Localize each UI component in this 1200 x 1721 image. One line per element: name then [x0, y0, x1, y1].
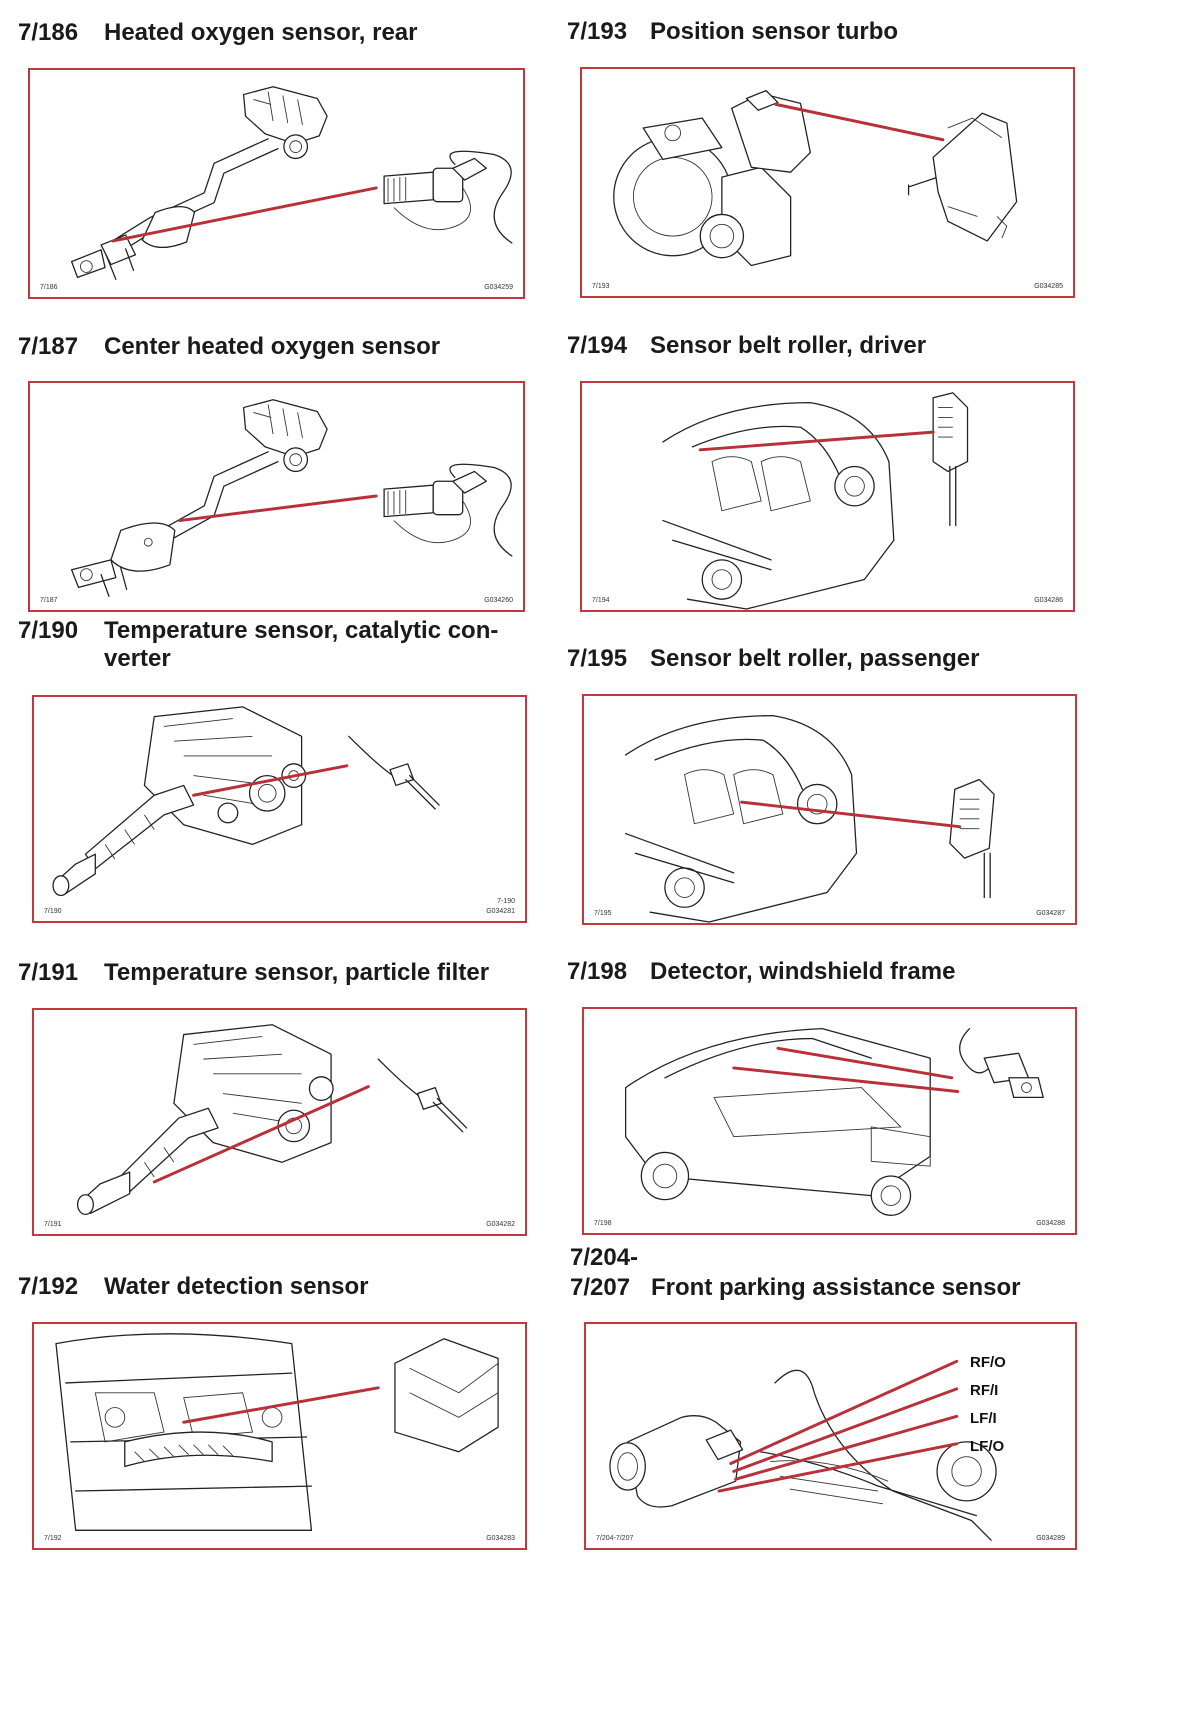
sensor-label-lf-o: LF/O	[970, 1438, 1005, 1455]
section-number: 7/186	[18, 19, 79, 46]
section-number: 7/204-	[570, 1244, 639, 1271]
illustration-7-195: 7/195 G034287	[582, 694, 1077, 925]
section-heading-7-198: 7/198 Detector, windshield frame	[567, 957, 955, 987]
section-heading-7-193: 7/193 Position sensor turbo	[567, 17, 898, 47]
turbo-position-sensor-drawing	[613, 89, 1018, 267]
illustration-7-190: 7/190 7-190 G034281	[32, 695, 527, 923]
figure-caption-left: 7/191	[44, 1221, 62, 1228]
figure-caption-left: 7/195	[594, 910, 612, 917]
section-title: Detector, windshield frame	[650, 958, 956, 985]
section-number: 7/187	[18, 333, 79, 360]
engine-particle-filter-sensor-drawing	[76, 1024, 468, 1215]
exhaust-center-oxygen-sensor-drawing	[70, 399, 513, 597]
section-title: Sensor belt roller, passenger	[650, 645, 980, 672]
section-heading-7-194: 7/194 Sensor belt roller, driver	[567, 331, 926, 361]
sensor-label-lf-i: LF/I	[970, 1410, 997, 1427]
section-number: 7/194	[567, 332, 628, 359]
figure-caption-right: G034289	[1036, 1535, 1065, 1542]
section-number: 7/190	[18, 617, 79, 644]
sensor-label-rf-o: RF/O	[970, 1354, 1006, 1371]
exhaust-oxygen-sensor-drawing	[70, 86, 513, 280]
section-title: Temperature sensor, particle filter	[104, 959, 490, 986]
illustration-7-193: 7/193 G034285	[580, 67, 1075, 298]
figure-caption-left: 7/186	[40, 284, 58, 291]
figure-caption-right: G034282	[486, 1221, 515, 1228]
figure-caption-right: G034286	[1034, 597, 1063, 604]
section-title: Sensor belt roller, driver	[650, 332, 927, 359]
section-heading-7-187: 7/187 Center heated oxygen sensor	[18, 332, 440, 362]
illustration-7-186: 7/186 G034259	[28, 68, 525, 299]
section-heading-7-186: 7/186 Heated oxygen sensor, rear	[18, 18, 417, 48]
car-seat-belt-passenger-drawing	[624, 715, 995, 923]
section-number: 7/195	[567, 645, 628, 672]
figure-caption-left: 7/204-7/207	[596, 1535, 634, 1542]
car-windshield-detector-drawing	[625, 1028, 1044, 1216]
figure-caption-right-upper: 7-190	[497, 898, 515, 905]
figure-caption-right: G034283	[486, 1535, 515, 1542]
section-title: Front parking assistance sensor	[651, 1274, 1021, 1301]
section-title: Water detection sensor	[104, 1273, 369, 1300]
section-title: Center heated oxygen sensor	[104, 333, 441, 360]
illustration-7-194: 7/194 G034286	[580, 381, 1075, 612]
section-title: Heated oxygen sensor, rear	[104, 19, 418, 46]
figure-caption-right: G034260	[484, 597, 513, 604]
figure-caption-left: 7/192	[44, 1535, 62, 1542]
section-number: 7/193	[567, 18, 628, 45]
figure-caption-right: G034285	[1034, 283, 1063, 290]
figure-caption-right: G034281	[486, 908, 515, 915]
section-heading-7-191: 7/191 Temperature sensor, particle filte…	[18, 958, 489, 988]
section-number-line2: 7/207	[570, 1274, 631, 1301]
section-number: 7/198	[567, 958, 628, 985]
engine-cat-temp-sensor-drawing	[52, 706, 440, 897]
figure-caption-left: 7/187	[40, 597, 58, 604]
section-title-line2: verter	[104, 645, 171, 672]
illustration-7-198: 7/198 G034288	[582, 1007, 1077, 1235]
section-number: 7/191	[18, 959, 79, 986]
figure-caption-left: 7/194	[592, 597, 610, 604]
section-heading-7-195: 7/195 Sensor belt roller, passenger	[567, 644, 979, 674]
section-title: Temperature sensor, catalytic con-	[104, 617, 499, 644]
figure-caption-right: G034259	[484, 284, 513, 291]
figure-caption-left: 7/190	[44, 908, 62, 915]
illustration-7-192: 7/192 G034283	[32, 1322, 527, 1550]
figure-caption-right: G034288	[1036, 1220, 1065, 1227]
figure-caption-left: 7/198	[594, 1220, 612, 1227]
illustration-7-204-7-207: RF/O RF/I LF/I LF/O 7/204-7/207 G034289	[584, 1322, 1077, 1550]
engine-bay-water-sensor-drawing	[55, 1333, 499, 1531]
car-seat-belt-driver-drawing	[662, 392, 969, 610]
section-number: 7/192	[18, 1273, 79, 1300]
figure-caption-left: 7/193	[592, 283, 610, 290]
section-heading-7-192: 7/192 Water detection sensor	[18, 1272, 369, 1302]
sensor-label-rf-i: RF/I	[970, 1382, 999, 1399]
front-parking-sensors-drawing	[609, 1359, 997, 1541]
section-heading-7-204-7-207: 7/204- 7/207 Front parking assistance se…	[570, 1243, 1020, 1303]
illustration-7-191: 7/191 G034282	[32, 1008, 527, 1236]
section-heading-7-190: 7/190 Temperature sensor, catalytic con-…	[18, 616, 498, 672]
section-title: Position sensor turbo	[650, 18, 899, 45]
figure-caption-right: G034287	[1036, 910, 1065, 917]
illustration-7-187: 7/187 G034260	[28, 381, 525, 612]
